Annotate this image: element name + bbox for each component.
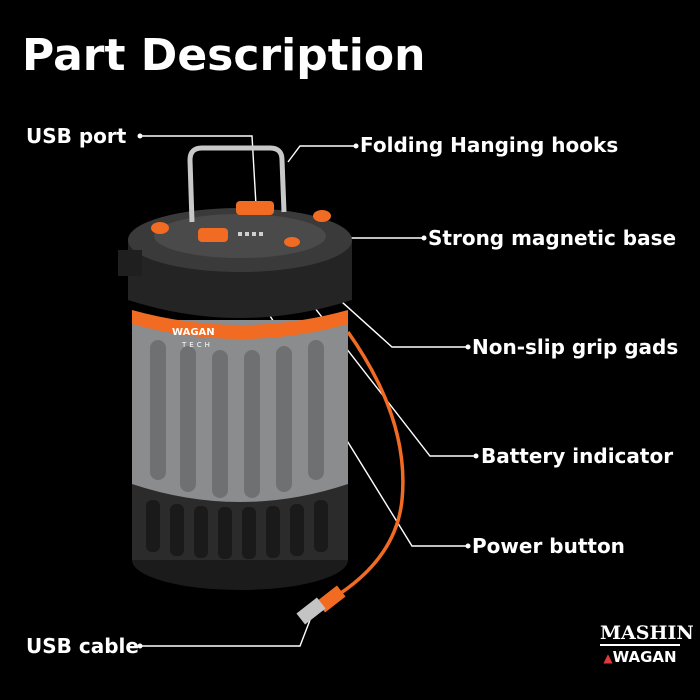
label-magnetic-base: Strong magnetic base (428, 226, 677, 250)
usb-cable (329, 330, 405, 602)
page-title: Part Description (22, 30, 426, 81)
power-button (198, 228, 228, 242)
label-grip-pads: Non-slip grip gads (472, 335, 679, 359)
brand-logo: MASHIN ▲WAGAN (600, 622, 694, 669)
logo-mark-icon: ▲ (603, 651, 613, 665)
callout-cable (140, 619, 311, 647)
logo-mashin: MASHIN (600, 622, 694, 646)
logo-wagan: ▲WAGAN (603, 648, 677, 666)
lantern-brand: WAGAN (172, 327, 215, 338)
label-power-button: Power button (472, 534, 625, 558)
lantern-brand-sub: TECH (181, 341, 213, 349)
label-battery-indicator: Battery indicator (481, 444, 674, 468)
label-folding-hanging-hooks: Folding Hanging hooks (360, 133, 619, 157)
hanging-hook (187, 145, 287, 223)
callout-battery (261, 239, 476, 457)
callout-hooks (287, 145, 356, 163)
callout-usb-port (140, 135, 257, 206)
label-usb-port: USB port (26, 124, 127, 148)
usb-plug (296, 597, 326, 625)
usb-port (236, 201, 274, 215)
battery-indicator (238, 232, 263, 236)
grip-pads (151, 210, 331, 247)
label-usb-cable: USB cable (26, 634, 139, 658)
